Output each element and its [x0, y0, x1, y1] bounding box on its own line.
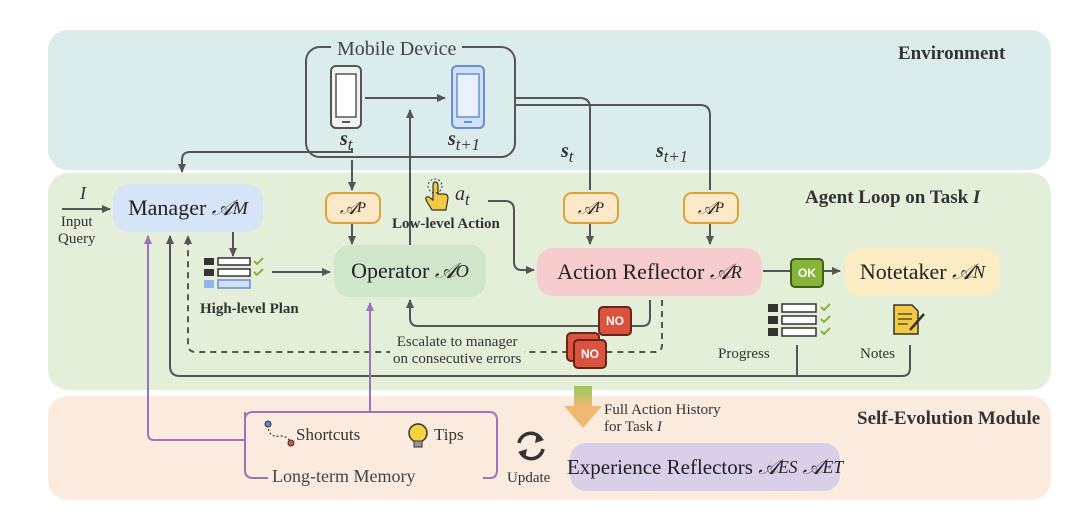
progress-list-icon — [768, 303, 831, 337]
tips-label: Tips — [434, 425, 464, 444]
high-level-plan-label: High-level Plan — [200, 301, 299, 317]
notes-icon — [893, 304, 925, 335]
phone-st-icon — [330, 65, 362, 129]
update-cycle-icon — [517, 431, 545, 461]
no-badge: NO — [598, 306, 632, 336]
hand-click-icon — [425, 178, 449, 211]
state-st-label: st — [340, 128, 353, 154]
self-evolution-title: Self-Evolution Module — [857, 408, 1041, 429]
state-st1-label: st+1 — [448, 128, 480, 154]
self-evolution-region — [48, 396, 1051, 500]
history-label: Full Action History for Task I — [604, 402, 721, 435]
notes-label: Notes — [860, 346, 895, 362]
ok-badge: OK — [790, 258, 824, 288]
shortcuts-label: Shortcuts — [296, 425, 361, 444]
shortcuts-icon — [264, 420, 295, 447]
update-label: Update — [507, 470, 551, 486]
agent-loop-title: Agent Loop on Task I — [805, 187, 981, 208]
no-badge-stack-front: NO — [573, 339, 607, 369]
right-state-st-label: st — [561, 140, 574, 166]
mobile-device-label: Mobile Device — [331, 38, 463, 60]
plan-list-icon — [204, 257, 264, 289]
low-level-action-label: Low-level Action — [392, 216, 500, 232]
action-symbol: at — [455, 183, 470, 209]
environment-region — [48, 30, 1051, 170]
input-symbol: I — [80, 183, 86, 203]
progress-label: Progress — [718, 346, 770, 362]
memory-title: Long-term Memory — [272, 466, 416, 486]
tips-bulb-icon — [408, 423, 428, 448]
environment-title: Environment — [898, 43, 1006, 64]
right-state-st1-label: st+1 — [656, 140, 688, 166]
phone-st1-icon — [451, 65, 485, 129]
